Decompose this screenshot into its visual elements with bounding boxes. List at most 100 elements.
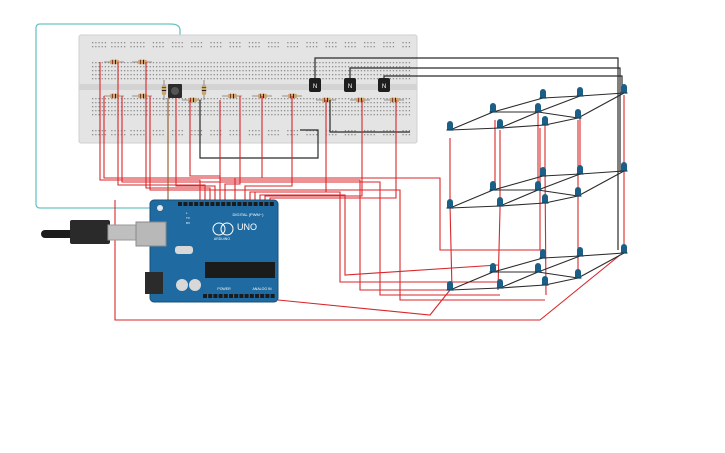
black-wires — [199, 57, 623, 250]
transistor-3[interactable]: N — [378, 78, 390, 92]
model-label: UNO — [237, 222, 257, 232]
led-icon — [447, 199, 453, 208]
capacitor-1 — [176, 279, 188, 291]
led[interactable] — [534, 181, 542, 191]
led[interactable] — [541, 276, 549, 286]
red-wire — [103, 96, 545, 251]
red-wire — [224, 96, 241, 202]
led[interactable] — [539, 167, 547, 177]
led[interactable] — [539, 89, 547, 99]
led-icon — [542, 116, 548, 125]
infinity-logo-icon — [212, 222, 226, 236]
led[interactable] — [496, 119, 504, 129]
breadboard-holes — [92, 42, 411, 136]
led[interactable] — [620, 244, 628, 254]
led-icon — [540, 249, 546, 258]
led[interactable] — [534, 263, 542, 273]
led[interactable] — [489, 263, 497, 273]
usb-cable — [41, 220, 137, 244]
led-icon — [497, 279, 503, 288]
led-icon — [447, 281, 453, 290]
led-icon — [497, 197, 503, 206]
led-icon — [540, 167, 546, 176]
resistor — [350, 97, 370, 103]
rx-label: RX — [186, 221, 190, 225]
red-wire — [114, 200, 621, 321]
tx-label: TX — [186, 216, 190, 220]
led[interactable] — [446, 281, 454, 291]
transistor-2[interactable]: N — [344, 78, 356, 92]
red-wire — [149, 96, 545, 301]
led[interactable] — [576, 247, 584, 257]
led[interactable] — [541, 194, 549, 204]
transistor-1[interactable]: N — [309, 78, 321, 92]
led[interactable] — [574, 187, 582, 197]
led[interactable] — [446, 199, 454, 209]
led-icon — [490, 103, 496, 112]
led-icon — [490, 263, 496, 272]
breadboard — [78, 34, 418, 144]
led[interactable] — [574, 269, 582, 279]
resistor — [132, 93, 152, 99]
pushbutton-icon — [171, 87, 179, 95]
led-icon — [490, 181, 496, 190]
led-icon — [497, 119, 503, 128]
led-icon — [575, 187, 581, 196]
power-label: POWER — [217, 287, 231, 291]
arduino-uno-board[interactable]: DIGITAL (PWM~) UNO ARDUINO TX RX L POWER… — [135, 199, 279, 303]
led-cube — [446, 84, 628, 291]
teal-wire — [35, 23, 181, 209]
transistor-icon — [378, 78, 390, 92]
red-wire — [219, 100, 448, 291]
cube-layer-1 — [446, 84, 628, 131]
transistor-label: N — [348, 84, 352, 90]
led[interactable] — [496, 197, 504, 207]
transistor-label: N — [382, 84, 386, 90]
red-wire — [145, 62, 211, 202]
red-wire — [497, 130, 501, 291]
digital-header — [178, 202, 274, 206]
led-icon — [621, 84, 627, 93]
led[interactable] — [496, 279, 504, 289]
led-icon — [575, 109, 581, 118]
brand-label: ARDUINO — [214, 237, 230, 241]
led[interactable] — [541, 116, 549, 126]
led[interactable] — [574, 109, 582, 119]
led[interactable] — [489, 181, 497, 191]
reset-button[interactable] — [157, 205, 163, 211]
transistor-label: N — [313, 84, 317, 90]
red-wire — [264, 100, 363, 202]
led-icon — [577, 247, 583, 256]
red-wire — [244, 96, 293, 202]
red-wire — [277, 289, 451, 316]
red-wire — [259, 194, 499, 276]
led-icon — [447, 121, 453, 130]
resistor-group — [104, 59, 404, 103]
red-wire — [117, 62, 206, 202]
led-icon — [621, 162, 627, 171]
red-wire — [189, 100, 221, 202]
led[interactable] — [620, 162, 628, 172]
l-label: L — [186, 211, 188, 215]
red-wires — [99, 62, 625, 321]
led[interactable] — [620, 84, 628, 94]
red-wire — [249, 191, 500, 283]
led[interactable] — [489, 103, 497, 113]
led-icon — [535, 181, 541, 190]
led[interactable] — [534, 103, 542, 113]
resistor — [222, 93, 242, 99]
red-wire — [234, 96, 263, 202]
transistor-icon — [344, 78, 356, 92]
led[interactable] — [576, 165, 584, 175]
cube-layer-2 — [446, 162, 628, 209]
transistor-icon — [309, 78, 321, 92]
led-icon — [621, 244, 627, 253]
led[interactable] — [576, 87, 584, 97]
microcontroller-chip — [205, 262, 275, 278]
pushbutton[interactable] — [168, 84, 182, 98]
led-icon — [542, 194, 548, 203]
led[interactable] — [539, 249, 547, 259]
led[interactable] — [446, 121, 454, 131]
resistor — [132, 59, 152, 65]
